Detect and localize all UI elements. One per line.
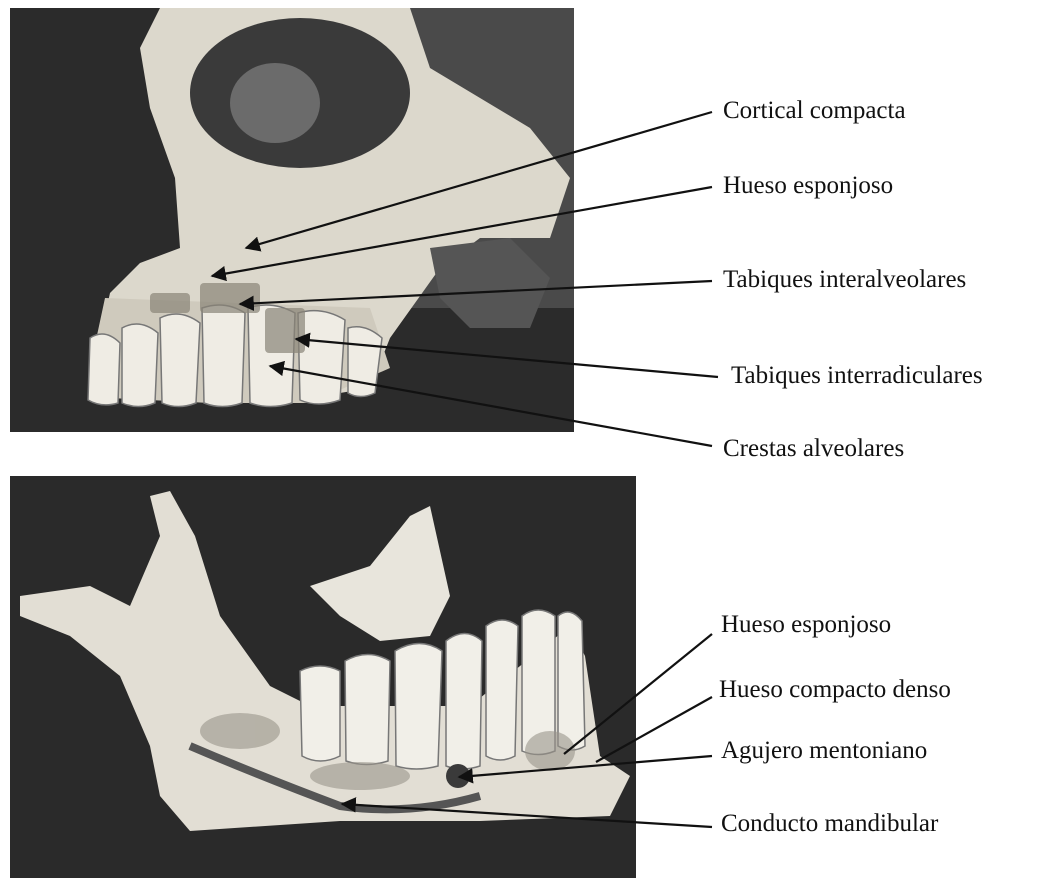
label-agujero-mentoniano: Agujero mentoniano [721, 737, 927, 765]
leader-hueso-esponjoso-upper [212, 187, 712, 276]
label-hueso-esponjoso-lower: Hueso esponjoso [721, 611, 891, 639]
label-tabiques-interalveolares: Tabiques interalveolares [723, 266, 966, 294]
leader-crestas-alveolares [270, 366, 712, 446]
leader-hueso-compacto-denso [596, 697, 712, 762]
leader-tabiques-interalveolares [240, 281, 712, 304]
leader-agujero-mentoniano [459, 756, 712, 777]
label-tabiques-interradiculares: Tabiques interradiculares [731, 362, 983, 390]
leader-conducto-mandibular [342, 804, 712, 827]
label-hueso-compacto-denso: Hueso compacto denso [719, 676, 951, 704]
label-hueso-esponjoso-upper: Hueso esponjoso [723, 172, 893, 200]
label-cortical-compacta: Cortical compacta [723, 97, 906, 125]
leader-tabiques-interradiculares [296, 339, 718, 377]
label-conducto-mandibular: Conducto mandibular [721, 810, 938, 838]
label-crestas-alveolares: Crestas alveolares [723, 435, 904, 463]
leader-hueso-esponjoso-lower [564, 634, 712, 754]
